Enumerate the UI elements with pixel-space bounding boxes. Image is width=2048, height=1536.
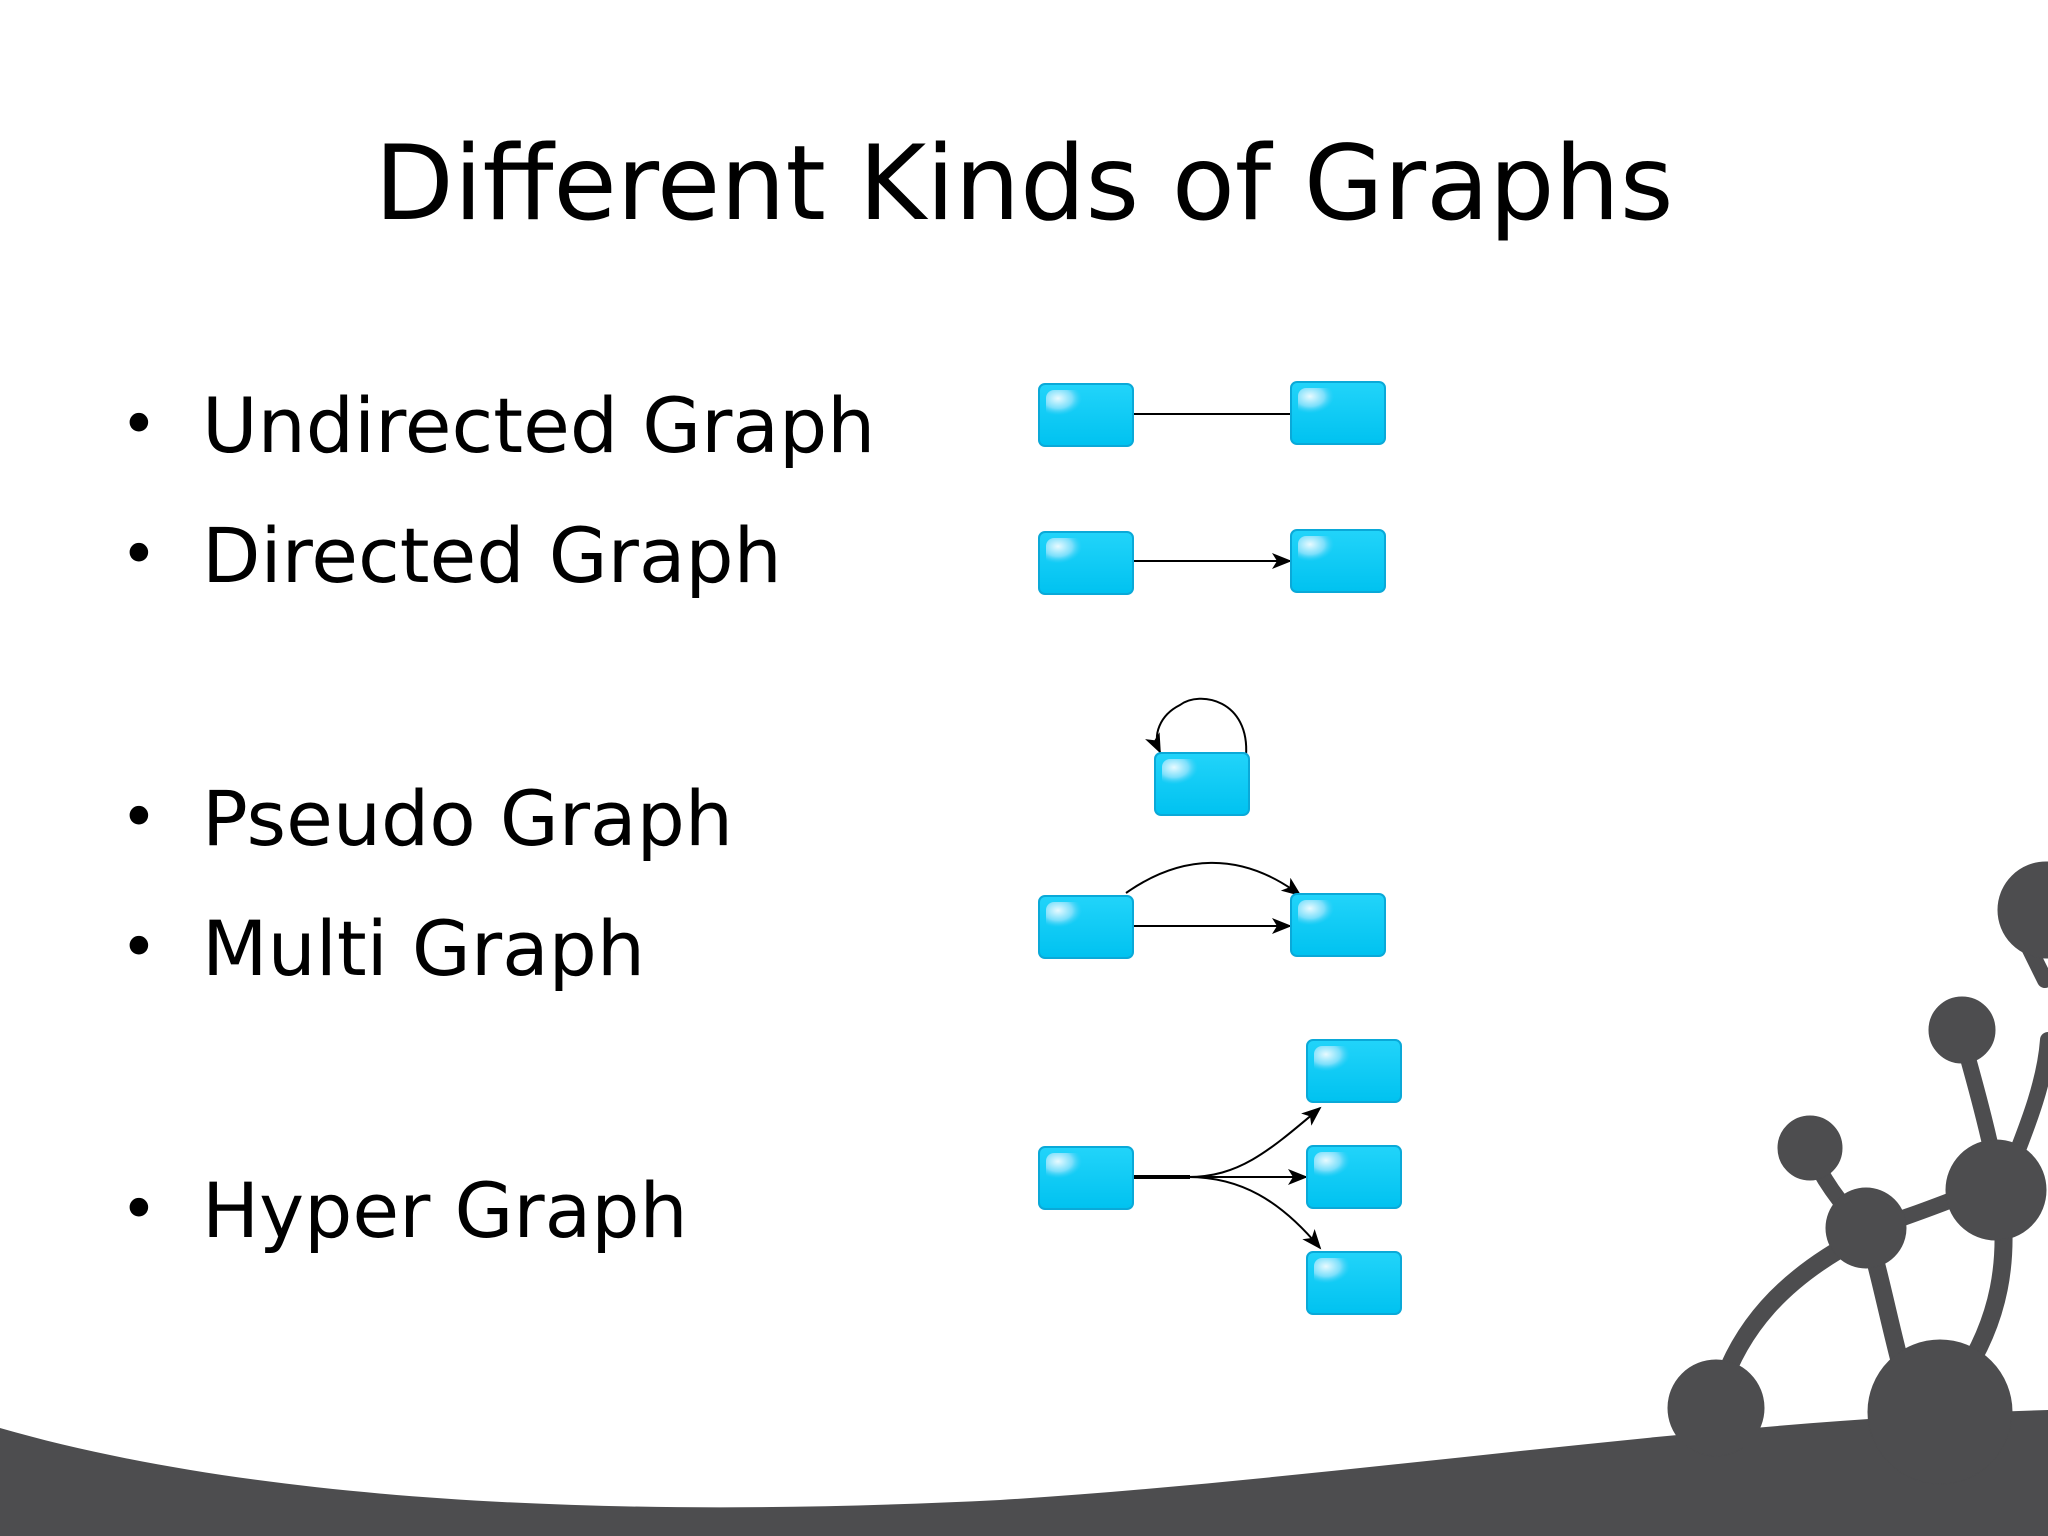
bullet-dot: • (120, 1173, 158, 1247)
bullet-dot: • (120, 911, 158, 985)
bullet-dot: • (120, 388, 158, 462)
bullet-label: Directed Graph (202, 510, 782, 600)
bullet-multi-graph: • Multi Graph (120, 898, 645, 998)
bullet-dot: • (120, 781, 158, 855)
bullet-label: Hyper Graph (202, 1165, 688, 1255)
bullet-hyper-graph: • Hyper Graph (120, 1160, 688, 1260)
bullet-label: Multi Graph (202, 903, 646, 993)
bullet-label: Undirected Graph (202, 380, 876, 470)
bullet-label: Pseudo Graph (202, 773, 734, 863)
bullet-directed-graph: • Directed Graph (120, 505, 782, 605)
bullet-undirected-graph: • Undirected Graph (120, 375, 875, 475)
bullet-pseudo-graph: • Pseudo Graph (120, 768, 733, 868)
slide-title: Different Kinds of Graphs (374, 124, 1674, 244)
bullet-dot: • (120, 518, 158, 592)
